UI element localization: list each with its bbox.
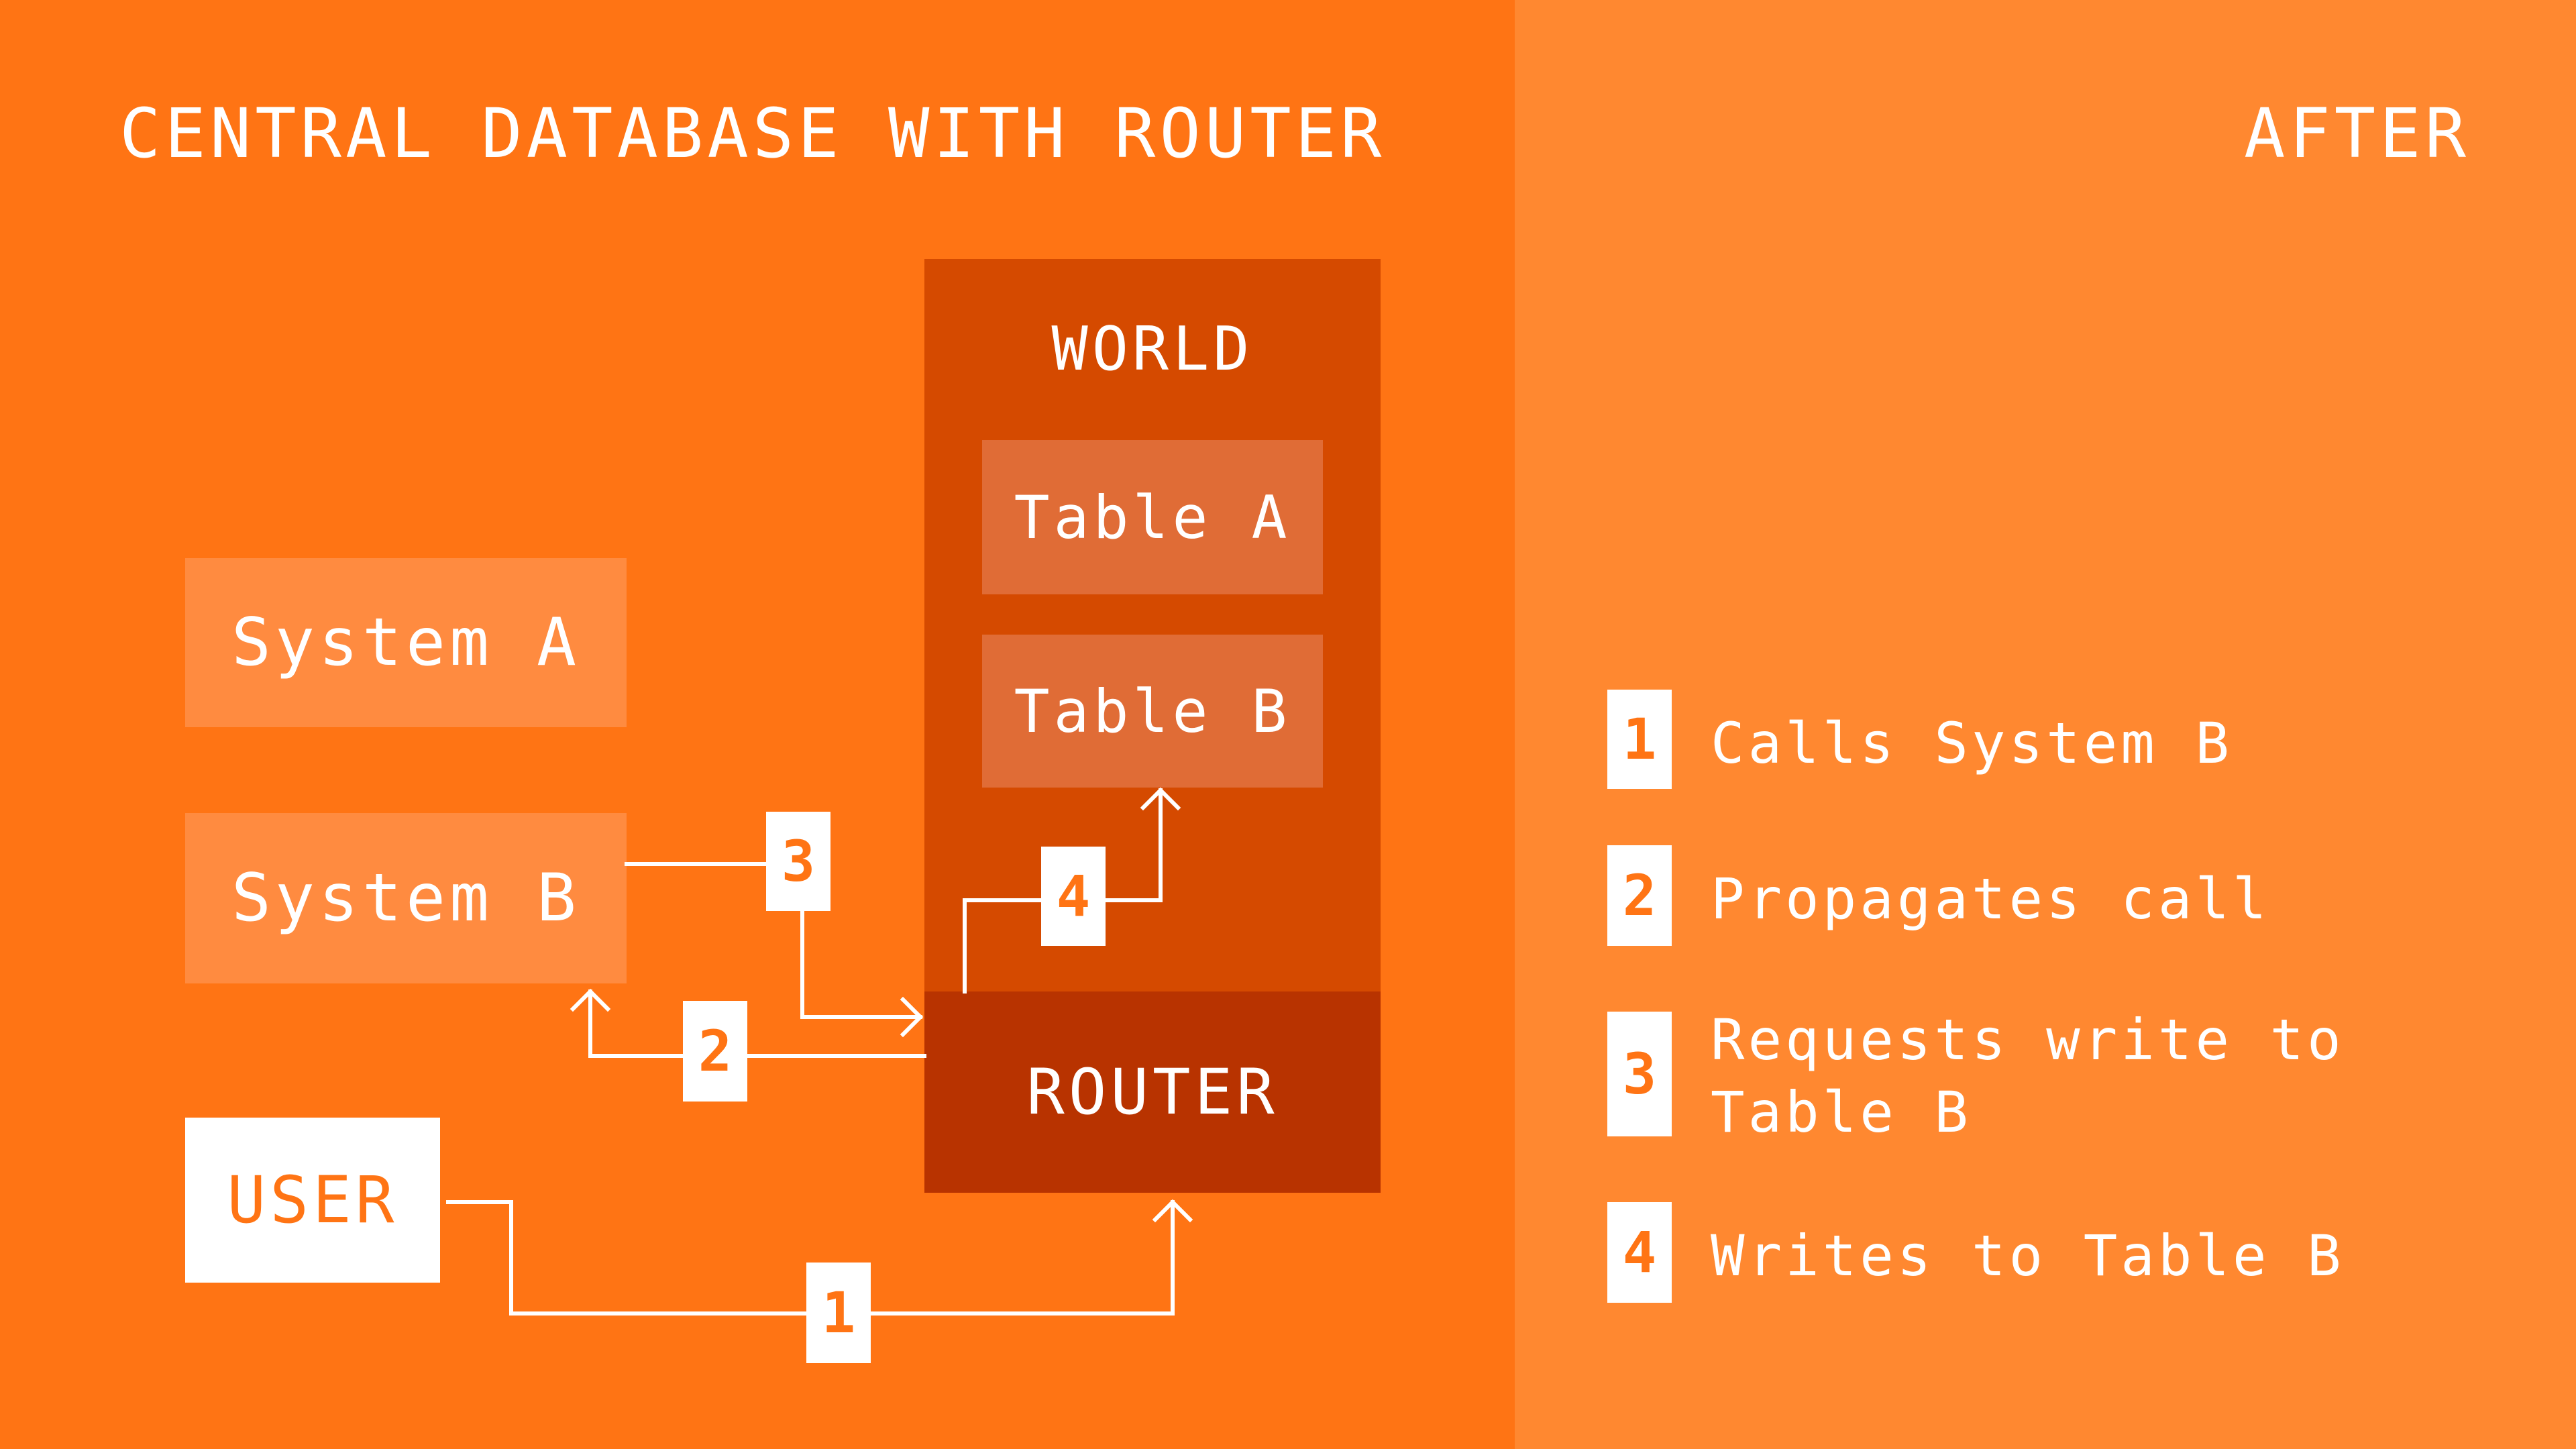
legend-text-3: Requests write to Table B — [1711, 1007, 2345, 1145]
arrow-3 — [625, 862, 922, 1019]
user-box: USER — [185, 1118, 440, 1283]
arrow-2 — [588, 989, 926, 1058]
after-title: AFTER — [2243, 94, 2470, 174]
table-b-box: Table B — [982, 635, 1323, 788]
table-a-box: Table A — [982, 440, 1323, 594]
arrow-1 — [446, 1200, 1175, 1316]
arrowhead-4 — [1140, 787, 1181, 811]
world-container — [924, 259, 1381, 991]
arrowhead-1 — [1152, 1199, 1193, 1223]
arrowhead-3 — [900, 996, 924, 1038]
step-4-badge: 4 — [1041, 847, 1106, 946]
legend-badge-4: 4 — [1607, 1202, 1672, 1303]
system-b-box: System B — [185, 813, 627, 983]
step-2-badge: 2 — [683, 1001, 747, 1102]
diagram-title: CENTRAL DATABASE WITH ROUTER — [119, 94, 1386, 174]
legend-badge-3: 3 — [1607, 1012, 1672, 1136]
legend-text-1: Calls System B — [1711, 710, 2233, 776]
router-box: ROUTER — [924, 991, 1381, 1193]
system-a-box: System A — [185, 558, 627, 727]
arrowhead-2 — [570, 988, 611, 1012]
legend-text-2: Propagates call — [1711, 866, 2270, 932]
legend-badge-1: 1 — [1607, 690, 1672, 789]
legend-text-4: Writes to Table B — [1711, 1223, 2345, 1289]
step-3-badge: 3 — [766, 812, 830, 911]
world-label: WORLD — [1051, 314, 1254, 384]
legend-badge-2: 2 — [1607, 845, 1672, 946]
legend-panel — [1515, 0, 2576, 1449]
step-1-badge: 1 — [806, 1263, 871, 1363]
